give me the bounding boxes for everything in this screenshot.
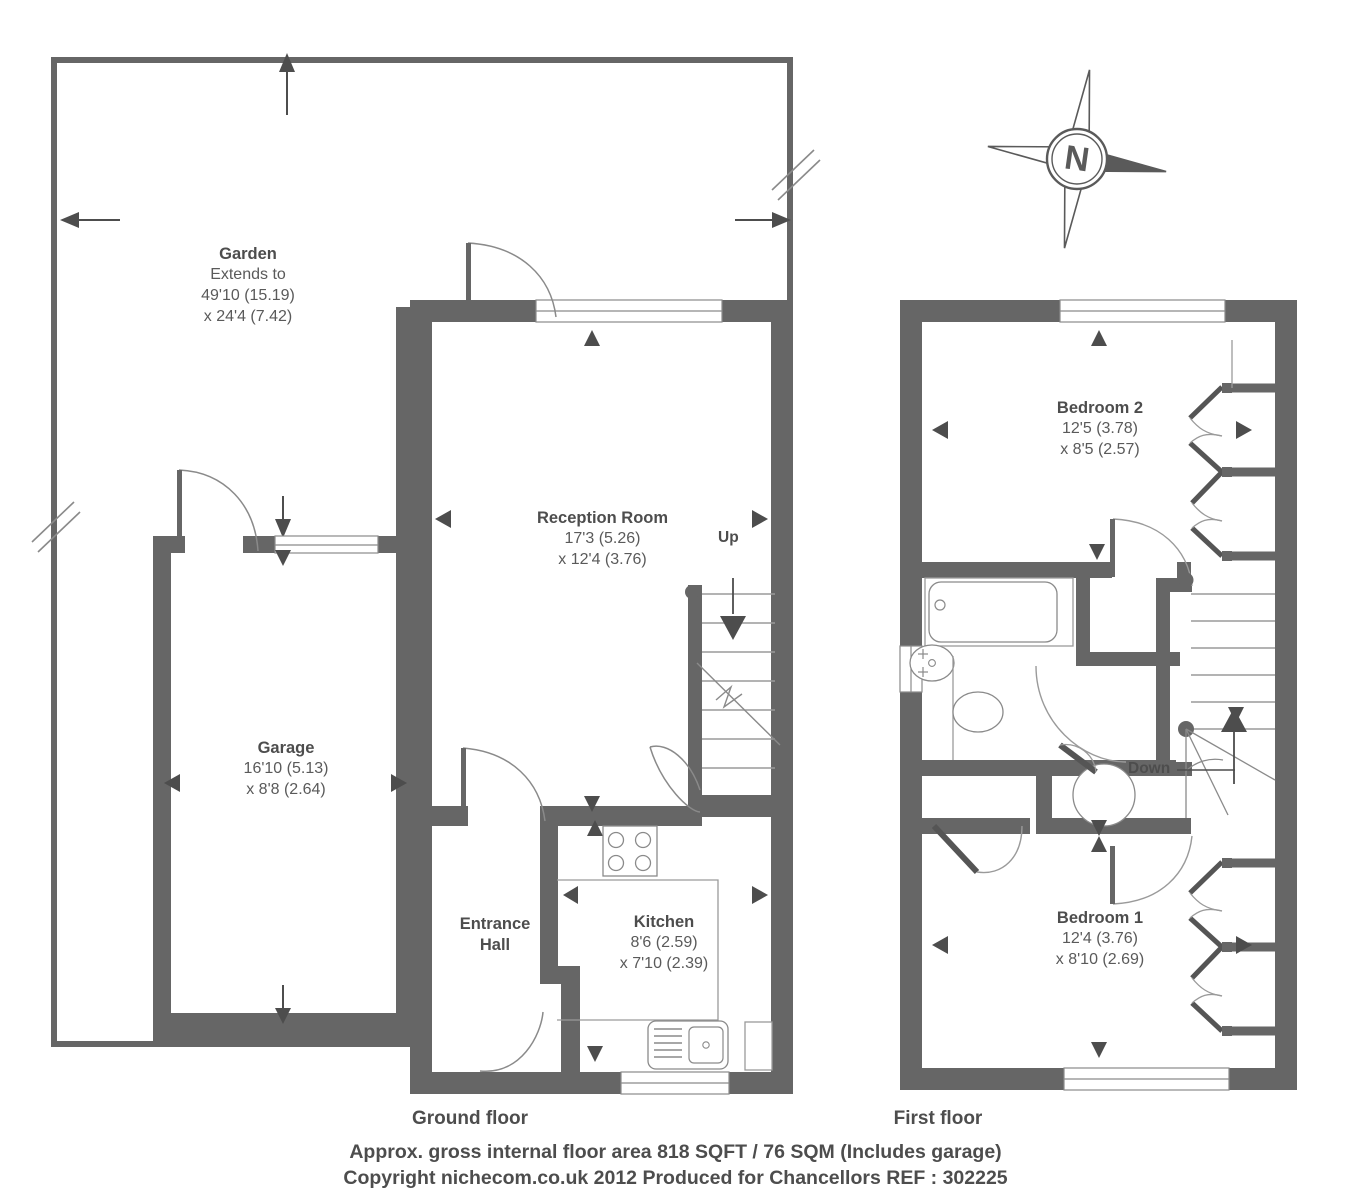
footer-line-2: Copyright nichecom.co.uk 2012 Produced f… (343, 1167, 1008, 1189)
room-dim-garage-0: 16'10 (5.13) (243, 760, 329, 778)
room-dim-reception-0: 17'3 (5.26) (564, 530, 641, 548)
garage-dimension-arrows (164, 550, 407, 1024)
ground-floor-walls (410, 300, 793, 1094)
front-door-swing (479, 1011, 544, 1072)
room-dim-garage-1: x 8'8 (2.64) (246, 781, 326, 799)
room-label-bedroom-1: Bedroom 1 12'4 (3.76) x 8'10 (2.69) (1000, 908, 1200, 971)
room-label-garden: Garden Extends to 49'10 (15.19) x 24'4 (… (143, 244, 353, 328)
floor-title-ground: Ground floor (411, 1108, 529, 1129)
reception-patio-door-swing (467, 242, 557, 318)
room-name-entrance-hall-line2: Hall (479, 936, 511, 955)
bedroom1-door-swing (1112, 835, 1193, 905)
bedroom1-door-leaf (1110, 846, 1115, 904)
bathroom-bath (924, 577, 1074, 647)
room-dim-kitchen-1: x 7'10 (2.39) (619, 955, 709, 973)
kitchen-dimension-arrows (563, 820, 768, 1062)
room-dim-garden-2: x 24'4 (7.42) (203, 308, 293, 326)
stair-cupboard-door-arc2 (649, 745, 701, 791)
room-dim-reception-1: x 12'4 (3.76) (558, 551, 647, 569)
reception-hall-door-leaf (461, 748, 466, 812)
compass-north-letter: N (1062, 138, 1092, 179)
room-dim-bedroom2-0: 12'5 (3.78) (1062, 420, 1138, 438)
bedroom2-wardrobe-doors (1188, 340, 1275, 561)
kitchen-hob (602, 825, 658, 877)
kitchen-worktop (557, 879, 719, 1021)
kitchen-appliance (744, 1021, 773, 1071)
room-dim-kitchen-0: 8'6 (2.59) (630, 934, 698, 952)
stair-cupboard-door-swing (649, 746, 701, 813)
room-name-garage: Garage (257, 739, 315, 757)
ground-stairs-break (696, 662, 781, 746)
room-label-kitchen: Kitchen 8'6 (2.59) x 7'10 (2.39) (570, 912, 758, 975)
kitchen-front-window (620, 1071, 730, 1095)
room-name-garden: Garden (219, 245, 277, 263)
room-name-bedroom-2: Bedroom 2 (1056, 399, 1144, 417)
bathroom-door-swing (1035, 665, 1127, 763)
reception-hall-door-swing (462, 747, 546, 822)
wc-door (1058, 742, 1098, 775)
bathroom-toilet (952, 691, 1004, 733)
reception-patio-door-leaf (466, 243, 471, 305)
stairs-down-label: Down (1128, 760, 1171, 777)
room-dim-garden-0: Extends to (210, 266, 286, 284)
garage-window (274, 535, 379, 554)
room-dim-garden-1: 49'10 (15.19) (201, 287, 295, 305)
garage-door-swing (178, 469, 259, 552)
room-label-garage: Garage 16'10 (5.13) x 8'8 (2.64) (187, 738, 385, 801)
stairs-up-label: Up (718, 529, 739, 546)
floor-title-first: First floor (893, 1108, 983, 1129)
airing-cupboard-door (931, 823, 1023, 875)
boundary-break-marks (31, 149, 821, 553)
bedroom1-window (1063, 1067, 1230, 1091)
kitchen-sink (647, 1020, 729, 1070)
reception-dimension-arrows (435, 330, 768, 812)
room-name-entrance-hall-line1: Entrance (459, 915, 531, 933)
stair-newel-post-ground (685, 585, 699, 599)
stair-newel-top (1178, 572, 1194, 588)
bedroom2-window (1059, 299, 1226, 323)
room-dim-bedroom1-1: x 8'10 (2.69) (1055, 951, 1145, 969)
room-name-bedroom-1: Bedroom 1 (1056, 909, 1144, 927)
stairs-up-arrow (720, 578, 746, 640)
garage-walls (153, 307, 418, 1047)
wc-toilet (1072, 763, 1136, 827)
bedroom1-wardrobe-doors (1188, 858, 1275, 1036)
room-name-reception-room: Reception Room (536, 509, 669, 527)
footer-line-1: Approx. gross internal floor area 818 SQ… (349, 1141, 1002, 1163)
first-floor-dimension-arrows (932, 330, 1252, 1058)
compass-rose: N (987, 69, 1167, 249)
room-dim-bedroom1-0: 12'4 (3.76) (1062, 930, 1138, 948)
bedroom2-door-leaf (1110, 519, 1115, 577)
room-label-entrance-hall: Entrance Hall (425, 914, 565, 957)
stairs-down-arrow (1177, 708, 1247, 784)
room-label-reception-room: Reception Room 17'3 (5.26) x 12'4 (3.76) (495, 508, 710, 571)
room-name-kitchen: Kitchen (633, 913, 695, 931)
garage-door-leaf (177, 470, 182, 552)
room-dim-bedroom2-1: x 8'5 (2.57) (1060, 441, 1140, 459)
stair-winder-treads (1185, 728, 1276, 818)
room-label-bedroom-2: Bedroom 2 12'5 (3.78) x 8'5 (2.57) (1000, 398, 1200, 461)
reception-window (535, 299, 723, 323)
